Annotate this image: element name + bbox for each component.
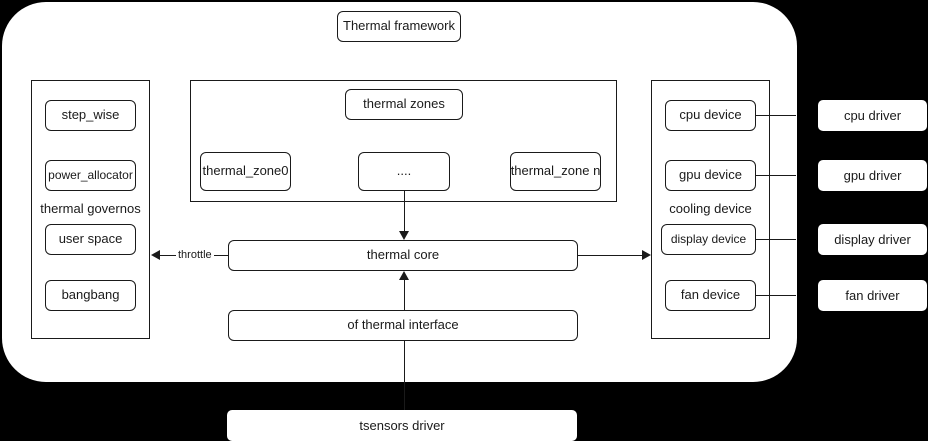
- cooling-device-cpu[interactable]: cpu device: [665, 100, 756, 131]
- edge-throttle-label: throttle: [176, 249, 214, 261]
- of-thermal-interface-box[interactable]: of thermal interface: [228, 310, 578, 341]
- edge-ofinterface-to-sensors-line: [404, 341, 405, 410]
- thermal-zones-title-box: thermal zones: [345, 89, 463, 120]
- cooling-device-fan[interactable]: fan device: [665, 280, 756, 311]
- tsensors-driver-box[interactable]: tsensors driver: [227, 410, 577, 441]
- cooling-device-display[interactable]: display device: [661, 224, 756, 255]
- thermal-governors-caption: thermal governos: [40, 201, 141, 216]
- driver-cpu[interactable]: cpu driver: [818, 100, 927, 131]
- edge-core-to-cooling-arrowhead: [642, 250, 651, 260]
- cooling-device-caption: cooling device: [669, 201, 752, 216]
- edge-zones-to-core-line: [404, 191, 405, 231]
- thermal-framework-title-box: Thermal framework: [337, 11, 461, 42]
- edge-zones-to-core-arrowhead: [399, 231, 409, 240]
- governor-step-wise[interactable]: step_wise: [45, 100, 136, 131]
- thermal-zone-ellipsis[interactable]: ....: [358, 152, 450, 191]
- edge-display-device-to-driver: [756, 239, 796, 240]
- thermal-zone-0[interactable]: thermal_zone0: [200, 152, 291, 191]
- cooling-device-gpu[interactable]: gpu device: [665, 160, 756, 191]
- edge-gpu-device-to-driver: [756, 175, 796, 176]
- thermal-core-box[interactable]: thermal core: [228, 240, 578, 271]
- edge-core-to-cooling-line: [578, 255, 642, 256]
- governor-bangbang[interactable]: bangbang: [45, 280, 136, 311]
- driver-gpu[interactable]: gpu driver: [818, 160, 927, 191]
- driver-display[interactable]: display driver: [818, 224, 927, 255]
- edge-throttle-arrowhead: [151, 250, 160, 260]
- edge-ofinterface-to-core-arrowhead: [399, 271, 409, 280]
- edge-cpu-device-to-driver: [756, 115, 796, 116]
- governor-power-allocator[interactable]: power_allocator: [45, 160, 136, 191]
- edge-fan-device-to-driver: [756, 295, 796, 296]
- driver-fan[interactable]: fan driver: [818, 280, 927, 311]
- thermal-zone-n[interactable]: thermal_zone n: [510, 152, 601, 191]
- edge-ofinterface-to-core-line: [404, 280, 405, 310]
- governor-user-space[interactable]: user space: [45, 224, 136, 255]
